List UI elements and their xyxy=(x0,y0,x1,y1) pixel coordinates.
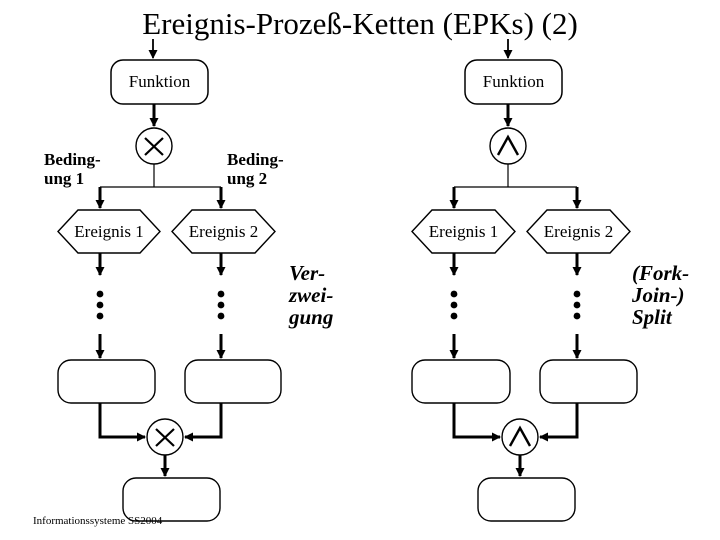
right-event1-label: Ereignis 1 xyxy=(428,221,499,241)
left-ellipsis1-dots xyxy=(96,290,104,320)
right-join1-arrow xyxy=(452,403,501,442)
right-and-join-icon xyxy=(508,425,532,447)
right-ellipsis2-dots xyxy=(573,290,581,320)
left-condition2-label: Beding- ung 2 xyxy=(227,150,284,188)
left-process2-box xyxy=(184,359,282,404)
left-event1-hexagon xyxy=(57,209,161,254)
left-ellipsis2-dots xyxy=(217,290,225,320)
left-epk-diagram xyxy=(57,39,282,522)
right-function-box xyxy=(464,59,563,105)
left-process1-box xyxy=(57,359,156,404)
right-epk-diagram xyxy=(411,39,638,522)
left-join1-arrow xyxy=(98,403,146,442)
verzweigung-annotation: Ver- zwei- gung xyxy=(289,261,334,329)
left-join2-arrow xyxy=(184,403,223,442)
right-ellipsis1-dots xyxy=(450,290,458,320)
right-process1-box xyxy=(411,359,511,404)
right-and-split-circle xyxy=(489,127,527,165)
left-function-label: Funktion xyxy=(128,72,191,91)
right-join2-arrow xyxy=(539,403,579,442)
right-result-box xyxy=(477,477,576,522)
fork-join-split-annotation: (Fork- Join-) Split xyxy=(632,261,690,329)
left-result-box xyxy=(122,477,221,522)
left-xor-split-icon xyxy=(144,137,164,156)
left-event2-label: Ereignis 2 xyxy=(188,221,259,241)
right-event1-hexagon xyxy=(411,209,516,254)
left-event2-hexagon xyxy=(171,209,276,254)
left-condition1-label: Beding- ung 1 xyxy=(44,150,101,188)
right-function-label: Funktion xyxy=(482,72,545,91)
slide-footer: Informationssysteme SS2004 xyxy=(33,515,163,527)
right-process2-box xyxy=(539,359,638,404)
slide-title: Ereignis-Prozeß-Ketten (EPKs) (2) xyxy=(142,6,578,41)
right-and-split-icon xyxy=(496,134,520,156)
right-and-join-circle xyxy=(501,418,539,456)
left-xor-join-icon xyxy=(155,428,175,447)
left-event1-label: Ereignis 1 xyxy=(74,221,144,241)
right-event2-label: Ereignis 2 xyxy=(543,221,614,241)
left-function-box xyxy=(110,59,209,105)
right-event2-hexagon xyxy=(526,209,631,254)
